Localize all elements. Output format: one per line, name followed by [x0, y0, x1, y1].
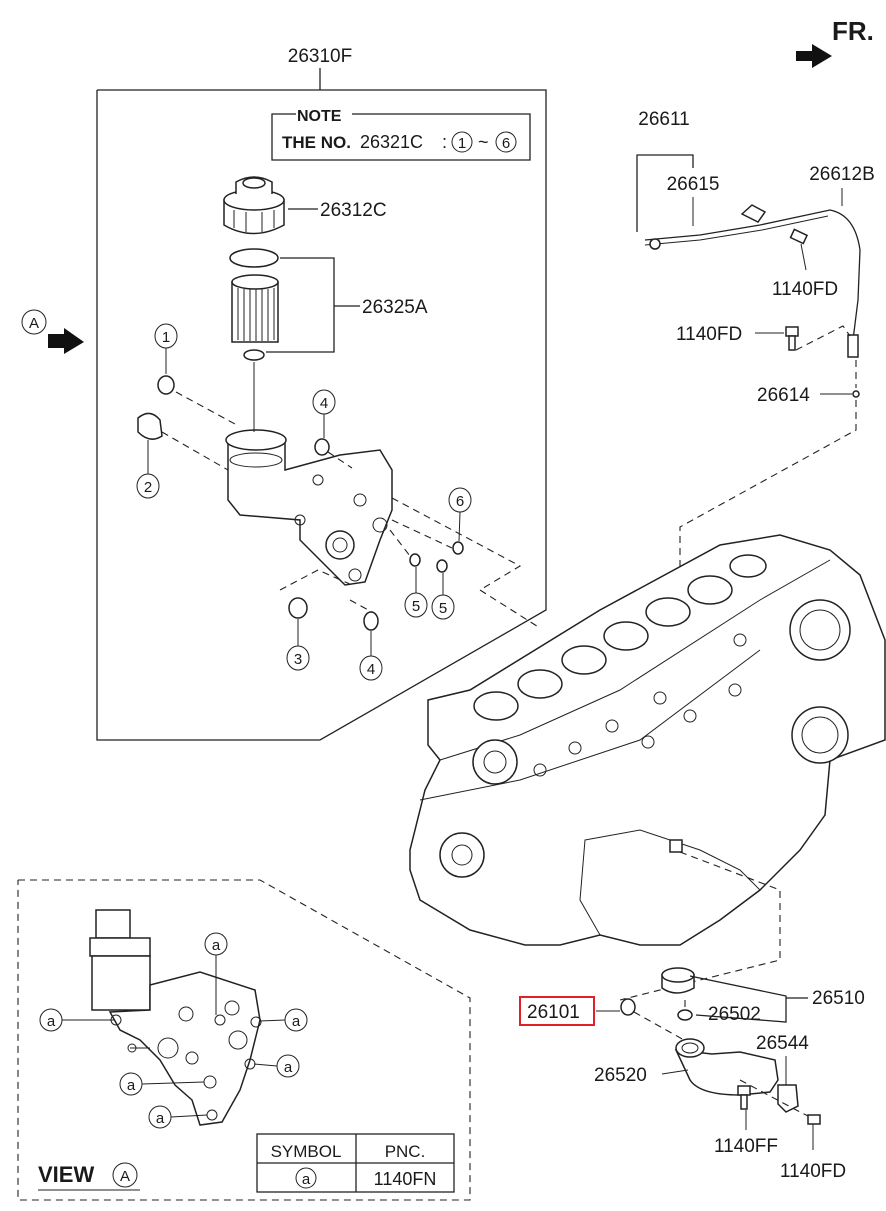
table-symbol-circle: [295, 1167, 317, 1189]
view-marker-3: a: [259, 1008, 308, 1032]
callout-1: 1: [154, 323, 178, 374]
svg-text:a: a: [292, 1013, 301, 1030]
note-range-start: 1: [458, 135, 466, 152]
note-range-end-circle: [495, 131, 517, 153]
callout-6: 6: [448, 487, 472, 542]
assembly-label[interactable]: 26310F: [288, 46, 352, 67]
oil-filler-group: 26510 26502 26101 26520 26544 1140FF 114: [519, 851, 865, 1182]
note-box: NOTE THE NO. 26321C : 1 ~ 6: [271, 108, 531, 161]
filler-cap-drawing: [661, 967, 695, 994]
svg-text:3: 3: [294, 651, 302, 668]
label-26312C[interactable]: 26312C: [320, 200, 387, 221]
label-26520[interactable]: 26520: [594, 1065, 647, 1086]
svg-text:6: 6: [456, 493, 464, 510]
oring-4a: [314, 438, 330, 456]
callout-5b: 5: [431, 573, 455, 620]
oring-1: [157, 375, 175, 395]
label-26611[interactable]: 26611: [638, 109, 689, 130]
filter-element-drawing: [231, 274, 279, 343]
table-header-pnc: PNC.: [385, 1142, 426, 1161]
label-26510[interactable]: 26510: [812, 988, 865, 1009]
view-marker-5: a: [119, 1072, 205, 1096]
filter-housing-drawing: [225, 362, 393, 586]
svg-text:4: 4: [367, 661, 375, 678]
filler-neck-drawing: [674, 1038, 779, 1096]
view-marker-4: a: [253, 1054, 300, 1078]
view-housing-drawing: [89, 909, 262, 1126]
front-arrow-icon: [796, 44, 832, 68]
gasket-26101: [620, 998, 636, 1016]
front-label: FR.: [832, 16, 874, 46]
svg-text:2: 2: [144, 479, 152, 496]
filter-oring-bottom: [243, 349, 265, 361]
note-range-end: 6: [502, 135, 510, 152]
table-header-symbol: SYMBOL: [271, 1142, 342, 1161]
label-1140FD-c[interactable]: 1140FD: [780, 1161, 846, 1182]
svg-text:a: a: [156, 1110, 165, 1127]
front-direction-marker: FR.: [796, 16, 874, 68]
view-panel-frame: [17, 879, 471, 1201]
svg-text:a: a: [212, 937, 221, 954]
label-1140FF[interactable]: 1140FF: [714, 1136, 778, 1157]
view-letter: A: [120, 1168, 130, 1185]
svg-text:a: a: [284, 1059, 293, 1076]
svg-text:a: a: [47, 1013, 56, 1030]
filler-oring: [677, 1009, 693, 1021]
view-title: VIEW: [38, 1162, 94, 1187]
view-a-panel: a a a a a a: [17, 879, 471, 1201]
view-letter-circle: [112, 1162, 138, 1188]
filter-oring-top: [229, 248, 279, 268]
assembly-box: [96, 89, 547, 741]
oring-5b: [436, 559, 448, 573]
callout-4b: 4: [359, 631, 383, 681]
label-26615[interactable]: 26615: [667, 174, 720, 195]
callout-2: 2: [136, 440, 160, 499]
table-pnc[interactable]: 1140FN: [374, 1169, 437, 1189]
gasket-2: [137, 412, 163, 440]
view-marker-6: a: [148, 1105, 208, 1129]
view-a-letter: A: [29, 315, 39, 332]
svg-text:a: a: [127, 1077, 136, 1094]
note-range-sep: ~: [478, 132, 489, 152]
view-a-indicator: A: [21, 309, 84, 354]
engine-block-drawing: [409, 534, 886, 946]
label-26502[interactable]: 26502: [708, 1004, 761, 1025]
note-part: 26321C: [360, 132, 423, 152]
svg-text:5: 5: [412, 598, 420, 615]
callout-4a: 4: [312, 389, 336, 438]
view-a-arrow-icon: [48, 328, 84, 354]
view-marker-1: a: [204, 932, 228, 1015]
view-a-circle: [21, 309, 47, 335]
label-26614[interactable]: 26614: [757, 385, 810, 406]
view-marker-2: a: [39, 1008, 114, 1032]
label-26544[interactable]: 26544: [756, 1033, 809, 1054]
svg-text:4: 4: [320, 395, 328, 412]
label-26612B[interactable]: 26612B: [809, 164, 875, 185]
oring-3: [288, 597, 308, 619]
oring-5a: [409, 553, 421, 567]
note-range-start-circle: [451, 131, 473, 153]
note-prefix: THE NO.: [282, 133, 351, 152]
label-1140FD-b[interactable]: 1140FD: [676, 324, 742, 345]
note-colon: :: [442, 132, 447, 152]
filter-cap-drawing: [223, 176, 285, 235]
note-frame: [271, 113, 531, 161]
svg-text:1: 1: [162, 329, 170, 346]
oring-4b: [363, 611, 379, 631]
bracket-26325A: [266, 257, 335, 353]
symbol-table: SYMBOL PNC. a 1140FN: [256, 1133, 455, 1193]
oil-filter-assembly: 26310F NOTE THE NO. 26321C : 1 ~ 6: [96, 46, 547, 741]
label-1140FD-a[interactable]: 1140FD: [772, 279, 838, 300]
callout-3: 3: [286, 619, 310, 671]
dipstick-tube: [644, 209, 861, 341]
label-26325A[interactable]: 26325A: [362, 297, 428, 318]
label-26101[interactable]: 26101: [527, 1002, 580, 1023]
highlight-box-26101: [519, 996, 595, 1026]
svg-text:5: 5: [439, 600, 447, 617]
note-title: NOTE: [297, 108, 342, 125]
callout-5a: 5: [404, 567, 428, 618]
table-symbol: a: [302, 1171, 311, 1188]
oring-6: [452, 541, 464, 555]
